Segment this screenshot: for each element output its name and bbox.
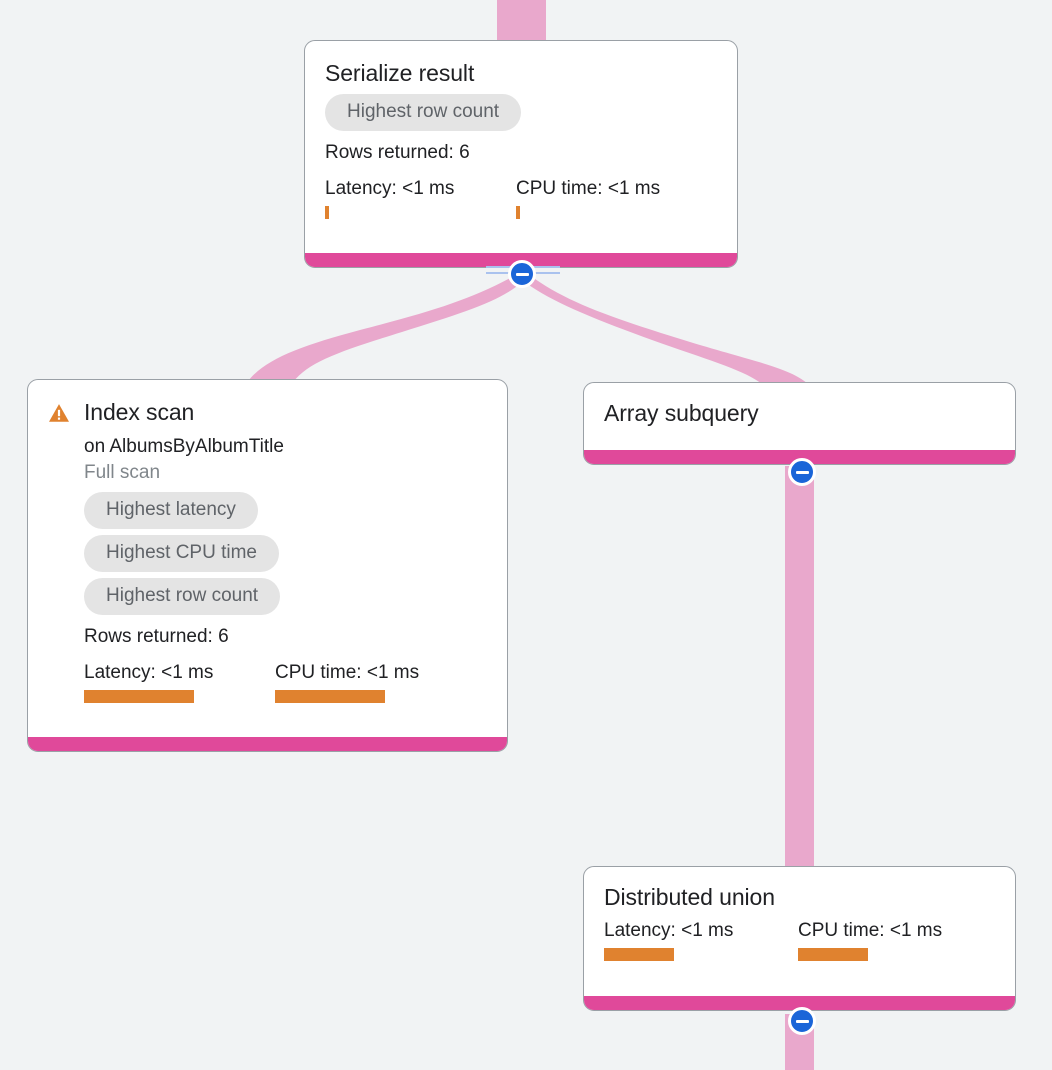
- collapse-toggle-serialize-result[interactable]: [508, 260, 536, 288]
- node-array-subquery[interactable]: Array subquery: [583, 382, 1016, 465]
- metric-bar: [84, 690, 194, 703]
- node-accent-bar: [28, 737, 507, 751]
- node-body: Serialize result Highest row count Rows …: [305, 41, 737, 253]
- node-title: Serialize result: [325, 60, 475, 86]
- node-chips: Highest row count: [325, 94, 717, 131]
- node-body: Array subquery: [584, 383, 1015, 450]
- collapse-toggle-distributed-union[interactable]: [788, 1007, 816, 1035]
- metric-label: CPU time: <1 ms: [798, 920, 943, 941]
- chip-highest-row-count: Highest row count: [84, 578, 281, 615]
- metric-label: CPU time: <1 ms: [516, 178, 661, 199]
- edge-array-subquery-to-distributed-union: [785, 466, 814, 872]
- node-title: Index scan: [84, 399, 195, 425]
- edge-incoming-root: [497, 0, 546, 42]
- metric-label: CPU time: <1 ms: [275, 662, 420, 683]
- node-metrics: Latency: <1 ms CPU time: <1 ms: [84, 661, 487, 703]
- node-details: on AlbumsByAlbumTitle Full scan Highest …: [84, 434, 487, 703]
- rows-returned: Rows returned: 6: [325, 142, 470, 163]
- node-distributed-union[interactable]: Distributed union Latency: <1 ms CPU tim…: [583, 866, 1016, 1011]
- metric-bar: [798, 948, 868, 961]
- node-title-row: Array subquery: [604, 399, 995, 427]
- metric-bar: [516, 206, 520, 219]
- metric-label: Latency: <1 ms: [325, 178, 455, 199]
- node-scan-type: Full scan: [84, 462, 161, 483]
- node-metrics: Latency: <1 ms CPU time: <1 ms: [325, 177, 717, 219]
- chip-highest-cpu-time: Highest CPU time: [84, 535, 279, 572]
- metric-bar: [275, 690, 385, 703]
- edge-serialize-to-index-scan: [246, 276, 524, 384]
- node-body: Index scan on AlbumsByAlbumTitle Full sc…: [28, 380, 507, 737]
- warning-icon: [49, 404, 69, 422]
- metric-cpu-time: CPU time: <1 ms: [798, 919, 942, 961]
- metric-cpu-time: CPU time: <1 ms: [516, 177, 660, 219]
- chip-highest-latency: Highest latency: [84, 492, 258, 529]
- node-title: Array subquery: [604, 400, 759, 426]
- node-chips: Highest latency Highest CPU time Highest…: [84, 492, 487, 615]
- metric-latency: Latency: <1 ms: [604, 919, 798, 961]
- node-metrics: Latency: <1 ms CPU time: <1 ms: [604, 919, 995, 961]
- metric-bar: [325, 206, 329, 219]
- metric-latency: Latency: <1 ms: [84, 661, 275, 703]
- metric-bar: [604, 948, 674, 961]
- rows-returned: Rows returned: 6: [84, 626, 229, 647]
- metric-cpu-time: CPU time: <1 ms: [275, 661, 419, 703]
- node-serialize-result[interactable]: Serialize result Highest row count Rows …: [304, 40, 738, 268]
- chip-highest-row-count: Highest row count: [325, 94, 522, 131]
- edge-serialize-to-array-subquery: [522, 276, 808, 384]
- node-title-row: Distributed union: [604, 883, 995, 911]
- node-title-row: Index scan: [48, 398, 487, 426]
- node-title: Distributed union: [604, 884, 775, 910]
- metric-latency: Latency: <1 ms: [325, 177, 516, 219]
- metric-label: Latency: <1 ms: [604, 920, 734, 941]
- node-index-scan[interactable]: Index scan on AlbumsByAlbumTitle Full sc…: [27, 379, 508, 752]
- node-body: Distributed union Latency: <1 ms CPU tim…: [584, 867, 1015, 996]
- node-accent-bar: [584, 996, 1015, 1010]
- node-title-row: Serialize result: [325, 59, 717, 87]
- node-accent-bar: [584, 450, 1015, 464]
- node-subtitle: on AlbumsByAlbumTitle: [84, 436, 284, 457]
- metric-label: Latency: <1 ms: [84, 662, 214, 683]
- collapse-toggle-array-subquery[interactable]: [788, 458, 816, 486]
